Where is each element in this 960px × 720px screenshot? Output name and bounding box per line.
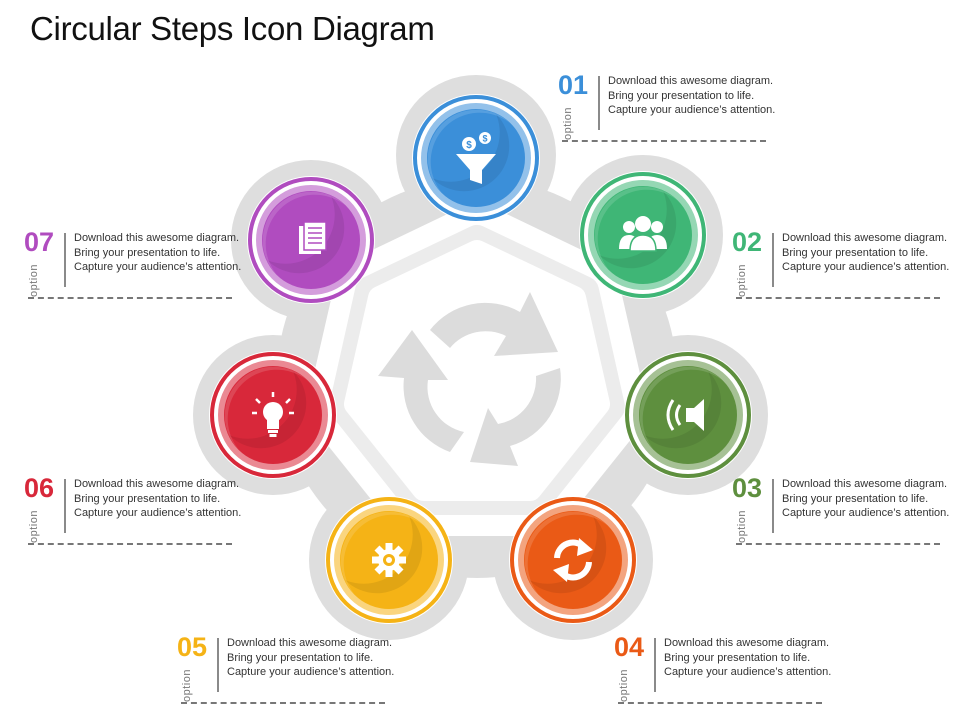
svg-text:$: $ [482, 134, 487, 144]
step-06-callout: 06 option Download this awesome diagram. B… [24, 473, 244, 549]
dashed-divider [28, 543, 232, 545]
step-description: Download this awesome diagram. Bring you… [74, 478, 242, 519]
speaker-icon [666, 399, 704, 431]
refresh-icon [553, 538, 593, 582]
documents-icon [299, 221, 327, 254]
dashed-divider [181, 702, 385, 704]
step-02-callout: 02 option Download this awesome diagram. B… [732, 227, 952, 303]
page-title: Circular Steps Icon Diagram [30, 10, 435, 47]
dashed-divider [736, 297, 940, 299]
lightbulb-icon [252, 392, 294, 437]
step-06-circle[interactable] [209, 351, 337, 479]
step-number: 03 [732, 473, 763, 503]
money-funnel-icon: $$ [456, 132, 496, 184]
step-option-label: option [562, 107, 574, 140]
step-number: 04 [614, 632, 645, 662]
divider-bar [654, 638, 656, 692]
gear-icon [372, 543, 406, 577]
recycle-arrows-icon [378, 292, 561, 466]
divider-bar [772, 233, 774, 287]
step-07-circle[interactable] [247, 176, 375, 304]
step-description: Download this awesome diagram. Bring you… [74, 232, 242, 273]
svg-text:$: $ [466, 140, 472, 151]
step-number: 05 [177, 632, 208, 662]
step-description: Download this awesome diagram. Bring you… [608, 75, 776, 116]
dashed-divider [28, 297, 232, 299]
step-03-circle[interactable] [624, 351, 752, 479]
divider-bar [64, 479, 66, 533]
step-01-circle[interactable]: $$ [412, 94, 540, 222]
step-04-callout: 04 option Download this awesome diagram. B… [614, 632, 834, 708]
step-number: 06 [24, 473, 55, 503]
dashed-divider [562, 140, 766, 142]
step-option-label: option [736, 264, 748, 297]
step-05-callout: 05 option Download this awesome diagram. B… [177, 632, 397, 708]
step-number: 01 [558, 70, 589, 100]
step-04-circle[interactable] [509, 496, 637, 624]
step-05-circle[interactable] [325, 496, 453, 624]
dashed-divider [736, 543, 940, 545]
step-number: 07 [24, 227, 55, 257]
divider-bar [772, 479, 774, 533]
step-description: Download this awesome diagram. Bring you… [782, 478, 950, 519]
step-number: 02 [732, 227, 763, 257]
dashed-divider [618, 702, 822, 704]
step-07-callout: 07 option Download this awesome diagram. B… [24, 227, 244, 303]
step-option-label: option [736, 510, 748, 543]
step-description: Download this awesome diagram. Bring you… [782, 232, 950, 273]
step-description: Download this awesome diagram. Bring you… [664, 637, 832, 678]
step-option-label: option [181, 669, 193, 702]
step-03-callout: 03 option Download this awesome diagram. B… [732, 473, 952, 549]
divider-bar [64, 233, 66, 287]
divider-bar [217, 638, 219, 692]
team-icon [619, 216, 667, 252]
step-description: Download this awesome diagram. Bring you… [227, 637, 395, 678]
step-01-callout: 01 option Download this awesome diagram. B… [558, 70, 778, 146]
step-option-label: option [28, 510, 40, 543]
step-02-circle[interactable] [579, 171, 707, 299]
divider-bar [598, 76, 600, 130]
step-option-label: option [618, 669, 630, 702]
step-option-label: option [28, 264, 40, 297]
